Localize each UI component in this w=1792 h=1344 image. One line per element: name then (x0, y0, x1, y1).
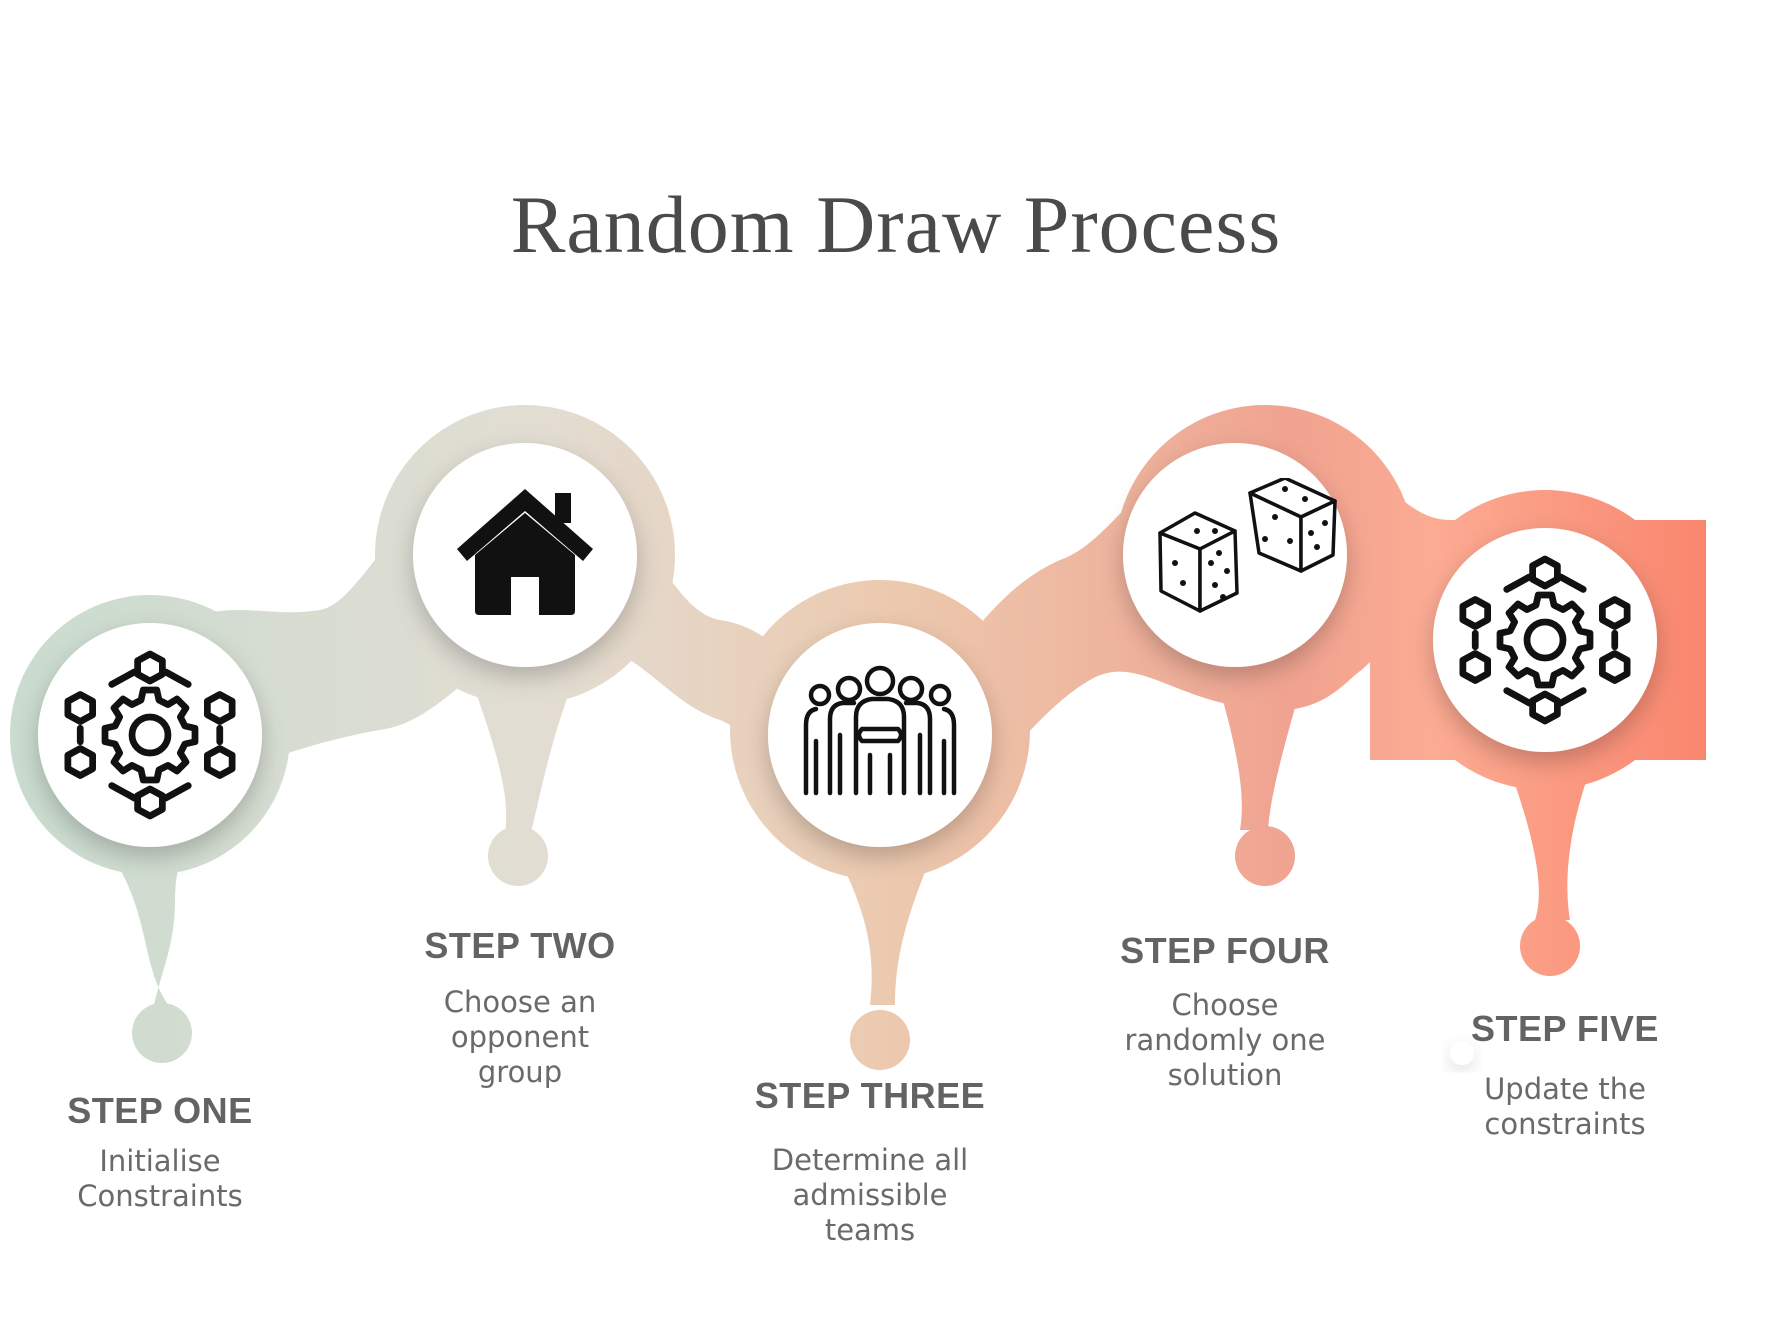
step-one: STEP ONE Initialise Constraints (40, 1090, 280, 1214)
step-three-desc: Determine all admissible teams (771, 1143, 969, 1247)
step-two: STEP TWO Choose an opponent group (400, 925, 640, 1090)
decorative-dot (1450, 1041, 1474, 1065)
step-five-desc: Update the constraints (1484, 1072, 1646, 1141)
step-five-label: STEP FIVE (1471, 1008, 1659, 1049)
step-four-label: STEP FOUR (1120, 930, 1330, 971)
diagram-title: Random Draw Process (510, 179, 1282, 270)
step-three: STEP THREE Determine all admissible team… (730, 1075, 1010, 1248)
step-two-desc: Choose an opponent group (443, 985, 597, 1089)
step-two-label: STEP TWO (424, 925, 616, 966)
step-one-label: STEP ONE (67, 1090, 253, 1131)
step-five: STEP FIVE Update the constraints (1440, 1008, 1690, 1142)
step-three-label: STEP THREE (754, 1075, 986, 1116)
step-one-disc (38, 623, 262, 847)
step-three-disc (768, 623, 992, 847)
step-four: STEP FOUR Choose randomly one solution (1090, 930, 1360, 1093)
step-one-desc: Initialise Constraints (77, 1144, 243, 1213)
step-four-desc: Choose randomly one solution (1124, 988, 1326, 1092)
step-five-disc (1433, 528, 1657, 752)
